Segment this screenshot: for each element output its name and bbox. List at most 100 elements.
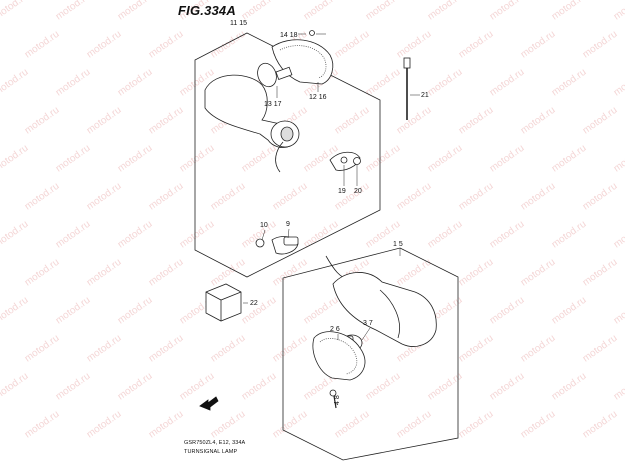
watermark-text: motod.ru	[116, 219, 155, 251]
watermark-text: motod.ru	[581, 409, 620, 441]
watermark-text: motod.ru	[519, 29, 558, 61]
watermark-text: motod.ru	[333, 29, 372, 61]
watermark-text: motod.ru	[550, 0, 589, 22]
callout-22: 22	[250, 300, 258, 307]
watermark-text: motod.ru	[209, 181, 248, 213]
watermark-text: motod.ru	[116, 67, 155, 99]
lower-mount-parts	[255, 236, 299, 255]
watermark-text: motod.ru	[581, 105, 620, 137]
callout-2-6: 2 6	[330, 326, 340, 333]
watermark-text: motod.ru	[550, 295, 589, 327]
watermark-text: motod.ru	[302, 295, 341, 327]
watermark-text: motod.ru	[240, 295, 279, 327]
watermark-text: motod.ru	[395, 409, 434, 441]
watermark-text: motod.ru	[85, 105, 124, 137]
watermark-text: motod.ru	[612, 219, 625, 251]
watermark-text: motod.ru	[147, 181, 186, 213]
watermark-text: motod.ru	[395, 105, 434, 137]
watermark-text: motod.ru	[488, 143, 527, 175]
watermark-text: motod.ru	[271, 181, 310, 213]
watermark-text: motod.ru	[426, 67, 465, 99]
callout-9: 9	[286, 221, 290, 228]
watermark-text: motod.ru	[54, 371, 93, 403]
watermark-text: motod.ru	[519, 409, 558, 441]
watermark-text: motod.ru	[581, 333, 620, 365]
watermark-text: motod.ru	[23, 257, 62, 289]
watermark-text: motod.ru	[550, 371, 589, 403]
watermark-text: motod.ru	[457, 105, 496, 137]
callout-14-18: 14 18	[280, 32, 298, 39]
watermark-text: motod.ru	[240, 143, 279, 175]
upper-assembly-frame	[194, 32, 381, 278]
watermark-text: motod.ru	[147, 333, 186, 365]
callout-19: 19	[338, 188, 346, 195]
lower-screw	[329, 389, 337, 409]
watermark-text: motod.ru	[116, 0, 155, 22]
watermark-text: motod.ru	[147, 29, 186, 61]
callout-10: 10	[260, 222, 268, 229]
watermark-text: motod.ru	[426, 0, 465, 22]
watermark-text: motod.ru	[550, 219, 589, 251]
callout-11-15: 11 15	[230, 20, 247, 27]
figure-footer-name: TURNSIGNAL LAMP	[184, 449, 238, 455]
watermark-text: motod.ru	[364, 371, 403, 403]
watermark-text: motod.ru	[302, 0, 341, 22]
upper-bulb	[257, 62, 293, 88]
callout-4-8: 4 8	[334, 395, 341, 405]
watermark-text: motod.ru	[333, 181, 372, 213]
watermark-text: motod.ru	[0, 0, 30, 22]
watermark-text: motod.ru	[550, 67, 589, 99]
watermark-text: motod.ru	[116, 295, 155, 327]
watermark-text: motod.ru	[85, 257, 124, 289]
watermark-text: motod.ru	[116, 371, 155, 403]
figure-footer-model: GSR750ZL4, E12, 334A	[184, 440, 246, 446]
watermark-text: motod.ru	[612, 0, 625, 22]
watermark-text: motod.ru	[519, 105, 558, 137]
watermark-text: motod.ru	[488, 67, 527, 99]
watermark-text: motod.ru	[209, 333, 248, 365]
lower-assembly-frame	[282, 247, 459, 461]
callout-12-16: 12 16	[309, 94, 327, 101]
watermark-text: motod.ru	[333, 105, 372, 137]
watermark-text: motod.ru	[147, 257, 186, 289]
watermark-text: motod.ru	[612, 143, 625, 175]
callout-13-17: 13 17	[264, 101, 282, 108]
watermark-text: motod.ru	[54, 143, 93, 175]
watermark-text: motod.ru	[240, 371, 279, 403]
watermark-text: motod.ru	[0, 371, 30, 403]
turn-signal-relay	[205, 283, 242, 322]
watermark-text: motod.ru	[0, 67, 30, 99]
watermark-text: motod.ru	[23, 333, 62, 365]
watermark-text: motod.ru	[85, 181, 124, 213]
watermark-text: motod.ru	[395, 181, 434, 213]
watermark-text: motod.ru	[457, 29, 496, 61]
watermark-text: motod.ru	[550, 143, 589, 175]
watermark-text: motod.ru	[0, 143, 30, 175]
watermark-text: motod.ru	[178, 143, 217, 175]
watermark-text: motod.ru	[147, 105, 186, 137]
watermark-text: motod.ru	[0, 219, 30, 251]
upper-lamp-housing	[204, 74, 300, 173]
lower-lamp-housing	[325, 255, 437, 347]
watermark-text: motod.ru	[209, 409, 248, 441]
callout-20: 20	[354, 188, 362, 195]
watermark-text: motod.ru	[0, 295, 30, 327]
watermark-text: motod.ru	[364, 143, 403, 175]
watermark-text: motod.ru	[116, 143, 155, 175]
watermark-text: motod.ru	[333, 409, 372, 441]
watermark-text: motod.ru	[85, 409, 124, 441]
leader-lines	[243, 33, 420, 341]
watermark-text: motod.ru	[612, 371, 625, 403]
watermark-text: motod.ru	[519, 257, 558, 289]
watermark-text: motod.ru	[178, 371, 217, 403]
watermark-text: motod.ru	[23, 181, 62, 213]
callout-21: 21	[421, 92, 429, 99]
watermark-text: motod.ru	[488, 0, 527, 22]
watermark-text: motod.ru	[23, 29, 62, 61]
watermark-text: motod.ru	[519, 333, 558, 365]
watermark-text: motod.ru	[54, 67, 93, 99]
watermark-text: motod.ru	[612, 295, 625, 327]
watermark-text: motod.ru	[457, 409, 496, 441]
